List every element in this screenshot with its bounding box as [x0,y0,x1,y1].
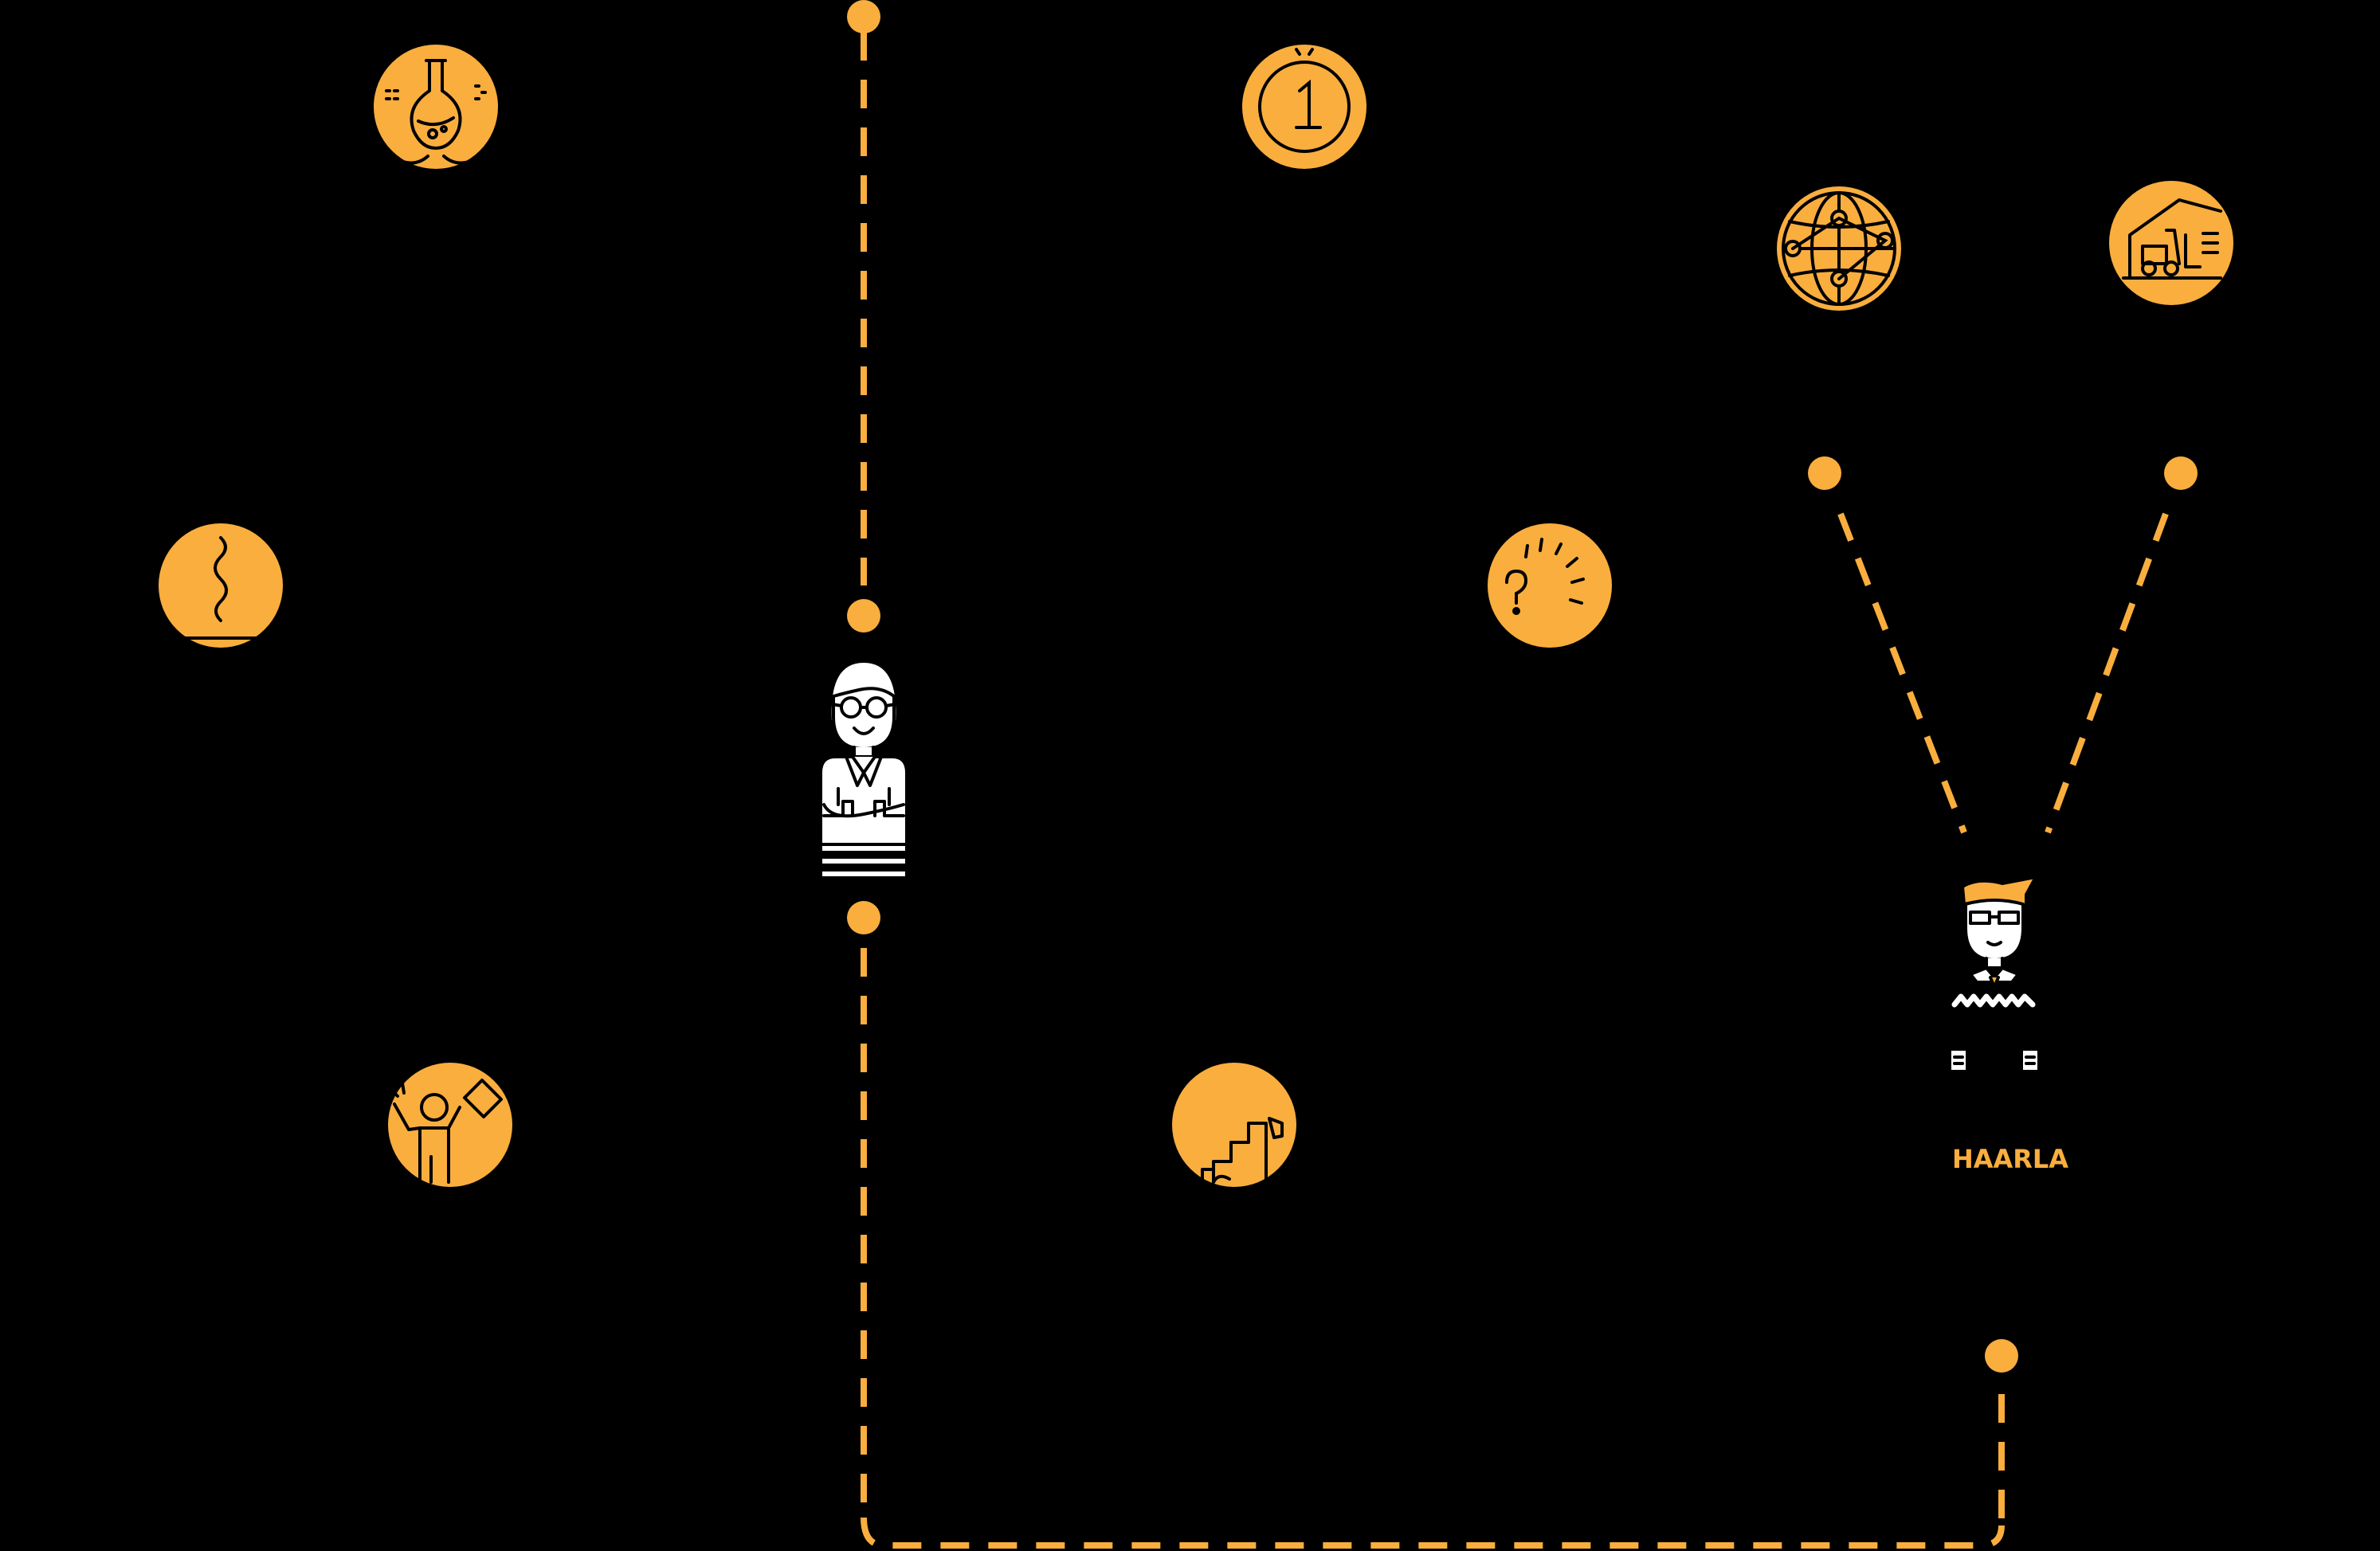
stairs-icon [1172,1063,1296,1187]
connector-dots [847,0,2198,1373]
coin-number-one-icon [1242,45,1366,169]
person-glasses-sweater-icon [1948,875,2041,1073]
dot-top [847,0,880,33]
person-arms-crossed-icon [819,660,908,879]
flask-icon [374,45,498,169]
warehouse-forklift-icon [2109,181,2233,305]
dot-v-right [2164,456,2198,490]
connector-v-right [2045,512,2169,834]
squiggle-line-icon [159,523,283,648]
celebrating-person-icon [388,1063,512,1187]
connectors [861,32,2169,1549]
globe-network-icon [1777,186,1901,311]
person-name-label: HAARLA [1952,1144,2068,1174]
connector-bottom-horizontal [861,1517,2005,1549]
dot-above-person [847,599,880,633]
question-mark-burst-icon [1488,523,1612,648]
dot-v-left [1808,456,1841,490]
dot-below-person [847,901,880,934]
connector-v-left [1837,512,1967,834]
dot-right-bottom [1985,1339,2018,1373]
